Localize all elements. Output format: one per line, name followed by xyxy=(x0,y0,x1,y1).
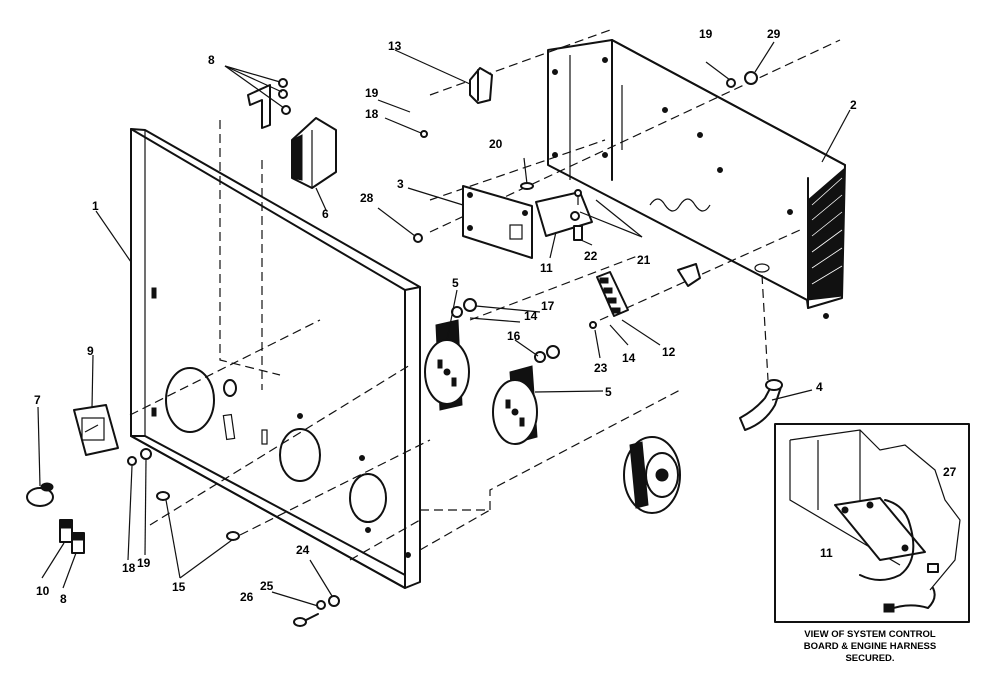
callout-18b: 18 xyxy=(122,561,136,575)
callout-29: 29 xyxy=(767,27,781,41)
inset-caption-line1: VIEW OF SYSTEM CONTROL xyxy=(804,629,936,640)
callout-28: 28 xyxy=(360,191,374,205)
knob-part-7 xyxy=(26,482,54,507)
callout-16: 16 xyxy=(507,329,521,343)
callout-17: 17 xyxy=(541,299,555,313)
callout-8: 8 xyxy=(60,592,67,606)
callout-labels: 1 2 3 4 5 5 6 7 8 8 9 10 11 11 12 13 14 … xyxy=(34,27,957,606)
callout-20: 20 xyxy=(489,137,503,151)
leader-lines xyxy=(37,41,851,607)
fan-shroud xyxy=(623,436,681,514)
callout-19c: 19 xyxy=(699,27,713,41)
callout-26: 26 xyxy=(240,590,254,604)
front-panel-part xyxy=(130,128,421,589)
callout-21: 21 xyxy=(637,253,651,267)
callout-5b: 5 xyxy=(605,385,612,399)
callout-9: 9 xyxy=(87,344,94,358)
callout-7: 7 xyxy=(34,393,41,407)
callout-13: 13 xyxy=(388,39,402,53)
callout-11-inset: 11 xyxy=(820,546,833,560)
callout-19a: 19 xyxy=(365,86,379,100)
callout-24: 24 xyxy=(296,543,310,557)
receptacle-part-5b xyxy=(492,345,560,445)
rear-housing-part xyxy=(547,39,846,319)
heatsink-fins xyxy=(807,166,846,301)
callout-12: 12 xyxy=(662,345,676,359)
relay-part-6 xyxy=(291,117,337,189)
meter-part-9 xyxy=(73,404,119,456)
callout-11: 11 xyxy=(540,261,553,275)
callout-23: 23 xyxy=(594,361,608,375)
callout-18a: 18 xyxy=(365,107,379,121)
callout-22: 22 xyxy=(584,249,598,263)
callout-10: 10 xyxy=(36,584,50,598)
terminal-block-part-12 xyxy=(596,271,629,317)
switch-part-13 xyxy=(469,67,493,104)
callout-2: 2 xyxy=(850,98,857,112)
inset-view: VIEW OF SYSTEM CONTROL BOARD & ENGINE HA… xyxy=(774,423,970,664)
callout-25: 25 xyxy=(260,579,274,593)
callout-6: 6 xyxy=(322,207,329,221)
callout-1: 1 xyxy=(92,199,99,213)
callout-15: 15 xyxy=(172,580,186,594)
circuit-board-part-3 xyxy=(462,185,533,259)
inset-caption-line3: SECURED. xyxy=(845,653,894,664)
callout-27: 27 xyxy=(943,465,957,479)
inset-illustration xyxy=(789,429,961,613)
callout-5a: 5 xyxy=(452,276,459,290)
callout-14b: 14 xyxy=(622,351,636,365)
callout-4: 4 xyxy=(816,380,823,394)
callout-8-top: 8 xyxy=(208,53,215,67)
receptacle-part-5a xyxy=(424,298,477,411)
callout-19b: 19 xyxy=(137,556,151,570)
hardware xyxy=(26,67,758,627)
inset-caption-line2: BOARD & ENGINE HARNESS xyxy=(804,641,937,652)
callout-3: 3 xyxy=(397,177,404,191)
elbow-part-4 xyxy=(739,379,783,431)
callout-14a: 14 xyxy=(524,309,538,323)
